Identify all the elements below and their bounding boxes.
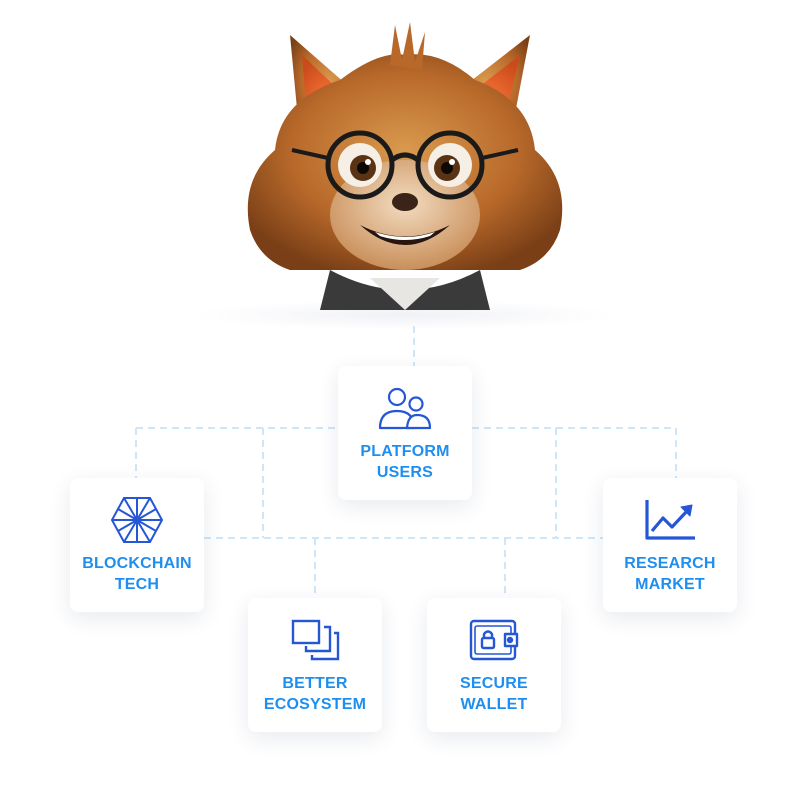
blockchain-tech-card: BLOCKCHAIN TECH [70,478,204,612]
users-icon [377,383,433,433]
layered-windows-icon [287,615,343,665]
research-market-card: RESEARCH MARKET [603,478,737,612]
platform-users-label: PLATFORM USERS [360,443,450,481]
secure-wallet-card: SECURE WALLET [427,598,561,732]
research-market-label: RESEARCH MARKET [624,555,716,593]
wallet-lock-icon [466,615,522,665]
secure-wallet-label: SECURE WALLET [460,675,528,713]
better-ecosystem-label: BETTER ECOSYSTEM [263,675,367,713]
blockchain-tech-label: BLOCKCHAIN TECH [82,555,192,593]
hexagon-network-icon [109,495,165,545]
platform-users-card: PLATFORM USERS [338,366,472,500]
better-ecosystem-card: BETTER ECOSYSTEM [248,598,382,732]
trend-chart-icon [642,495,698,545]
fox-mascot-icon [247,22,563,310]
